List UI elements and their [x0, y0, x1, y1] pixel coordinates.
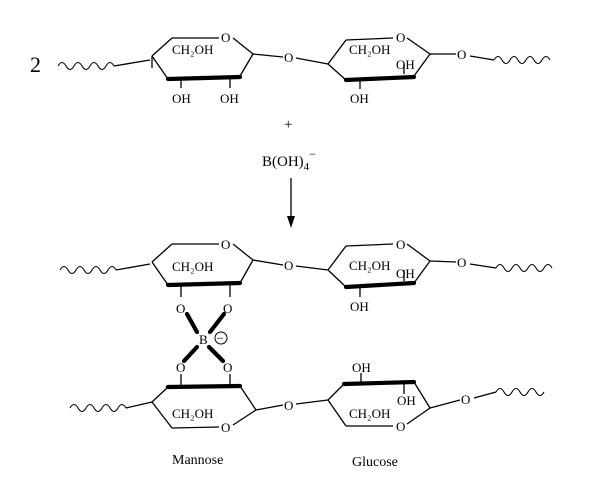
ring-oxygen-label: O: [221, 30, 230, 45]
hydroxymethyl-label: CH₂OH: [349, 406, 390, 421]
glycosidic-oxygen-label: O: [457, 255, 466, 270]
glycosidic-bond: [252, 53, 284, 58]
bond: [125, 401, 153, 409]
glucose-ring-product-upper: O CH₂OH OH OH: [327, 237, 431, 314]
glycosidic-bond: [252, 259, 284, 266]
product-lower-chain: O CH₂OH O OH OH CH₂OH O O: [69, 360, 545, 435]
glycosidic-bond: [429, 399, 461, 409]
polymer-continuation-right: [495, 263, 553, 273]
polymer-continuation-right: [493, 55, 551, 65]
glucose-ring-product-lower: OH OH CH₂OH O: [327, 360, 431, 434]
svg-text:−: −: [217, 331, 224, 346]
borate-crosslink: O O B − O O: [176, 301, 232, 375]
glucose-ring-top: O CH₂OH OH OH: [327, 30, 431, 106]
bond: [473, 391, 497, 399]
ring-oxygen-label: O: [221, 420, 230, 435]
hydroxymethyl-label: CH₂OH: [172, 42, 213, 57]
glycosidic-bond: [429, 260, 457, 263]
glycosidic-bond: [295, 265, 329, 271]
glycosidic-oxygen-label: O: [284, 258, 293, 273]
ring-oxygen-label: O: [396, 237, 405, 252]
glycosidic-oxygen-label: O: [457, 47, 466, 62]
mannose-ring-product-lower: O CH₂OH: [151, 374, 257, 435]
hydroxymethyl-label: CH₂OH: [172, 259, 213, 274]
borate-oxygen-label: O: [176, 360, 185, 375]
polymer-continuation-right: [495, 387, 545, 397]
glycosidic-oxygen-label: O: [284, 398, 293, 413]
stoichiometric-coefficient: 2: [30, 52, 41, 77]
ring-oxygen-label: O: [396, 419, 405, 434]
reactant-chain: 2 O CH₂OH OH OH O: [30, 30, 551, 106]
polymer-continuation-left: [59, 265, 117, 275]
hydroxyl-label: OH: [396, 57, 415, 72]
hydroxyl-label: OH: [396, 266, 415, 281]
glycosidic-bond: [255, 404, 284, 411]
hydroxyl-label: OH: [352, 360, 371, 375]
negative-charge-icon: −: [214, 331, 228, 346]
reaction-arrow: [287, 178, 295, 228]
mannose-caption: Mannose: [172, 453, 223, 468]
mannose-ring-product-upper: O CH₂OH: [151, 237, 254, 297]
hydroxymethyl-label: CH₂OH: [172, 406, 213, 421]
hydroxymethyl-label: CH₂OH: [349, 258, 390, 273]
hydroxyl-label: OH: [220, 91, 239, 106]
hydroxyl-label: OH: [397, 393, 416, 408]
reagent-formula: B(OH)4−: [262, 147, 316, 173]
borate-reagent: B(OH)4−: [262, 147, 316, 173]
bond: [469, 55, 495, 61]
boron-atom-label: B: [199, 332, 208, 347]
hydroxymethyl-label: CH₂OH: [349, 42, 390, 57]
hydroxyl-label: OH: [172, 91, 191, 106]
plus-sign: +: [284, 117, 292, 133]
product-upper-chain: O CH₂OH O O CH₂OH OH OH O: [59, 237, 553, 314]
hydroxyl-label: OH: [350, 299, 369, 314]
bond: [469, 263, 497, 269]
ring-oxygen-label: O: [396, 30, 405, 45]
borate-oxygen-label: O: [223, 301, 232, 316]
glucose-caption: Glucose: [352, 455, 398, 470]
polymer-continuation-left: [69, 403, 127, 413]
bond: [115, 263, 151, 271]
ring-oxygen-label: O: [221, 237, 230, 252]
borate-oxygen-label: O: [176, 301, 185, 316]
mannose-ring-top: O CH₂OH OH OH: [151, 30, 254, 106]
hydroxyl-label: OH: [350, 91, 369, 106]
glycosidic-bond: [295, 57, 329, 65]
polymer-continuation-left: [57, 61, 115, 71]
borate-oxygen-label: O: [223, 360, 232, 375]
glycosidic-oxygen-label: O: [284, 50, 293, 65]
glycosidic-oxygen-label: O: [461, 392, 470, 407]
bond: [113, 59, 151, 67]
glycosidic-bond: [295, 399, 329, 405]
